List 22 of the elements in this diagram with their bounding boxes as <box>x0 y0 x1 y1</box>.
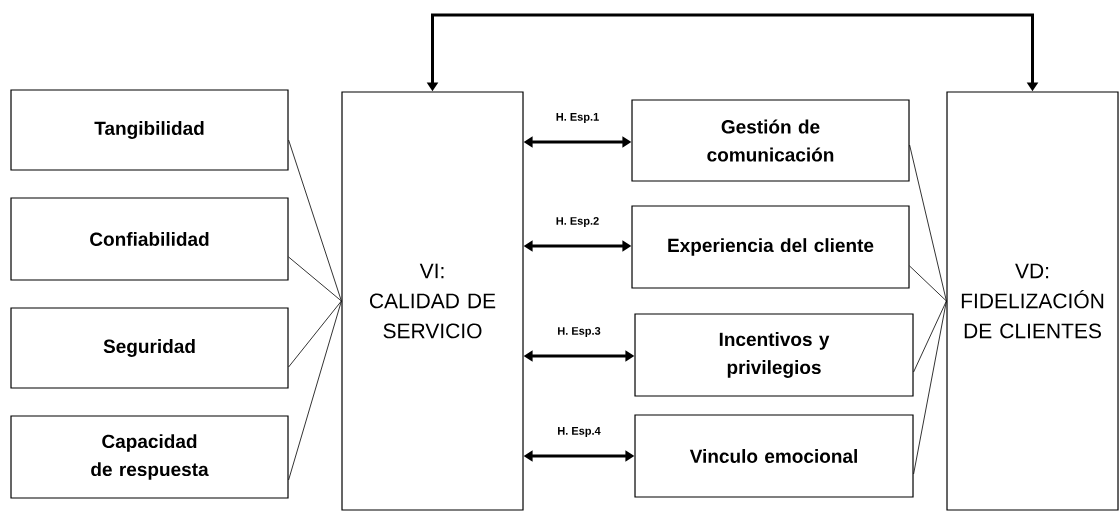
connector-line <box>288 300 342 481</box>
concept-box: Tangibilidad <box>10 89 289 171</box>
edge-label: H. Esp.1 <box>554 112 601 124</box>
concept-box: Capacidad de respuesta <box>10 415 289 499</box>
connector-line <box>913 300 947 373</box>
concept-box: VD: FIDELIZACIÓN DE CLIENTES <box>946 91 1119 511</box>
concept-box: Incentivos y privilegios <box>634 313 914 397</box>
edge-label: H. Esp.2 <box>554 216 601 228</box>
concept-box: Confiabilidad <box>10 197 289 281</box>
concept-box: Vinculo emocional <box>634 414 914 498</box>
connector-line <box>909 265 947 302</box>
connector-line <box>909 144 947 302</box>
concept-box: Seguridad <box>10 307 289 389</box>
connector-line <box>913 300 947 475</box>
connector-line <box>288 300 342 368</box>
edge-label: H. Esp.4 <box>556 426 602 438</box>
connector-line <box>288 256 342 302</box>
concept-box: Gestión de comunicación <box>631 99 910 182</box>
connector-line <box>288 139 342 302</box>
edge-label: H. Esp.3 <box>556 326 602 338</box>
concept-box: Experiencia del cliente <box>631 205 910 289</box>
concept-box: VI: CALIDAD DE SERVICIO <box>341 91 524 511</box>
